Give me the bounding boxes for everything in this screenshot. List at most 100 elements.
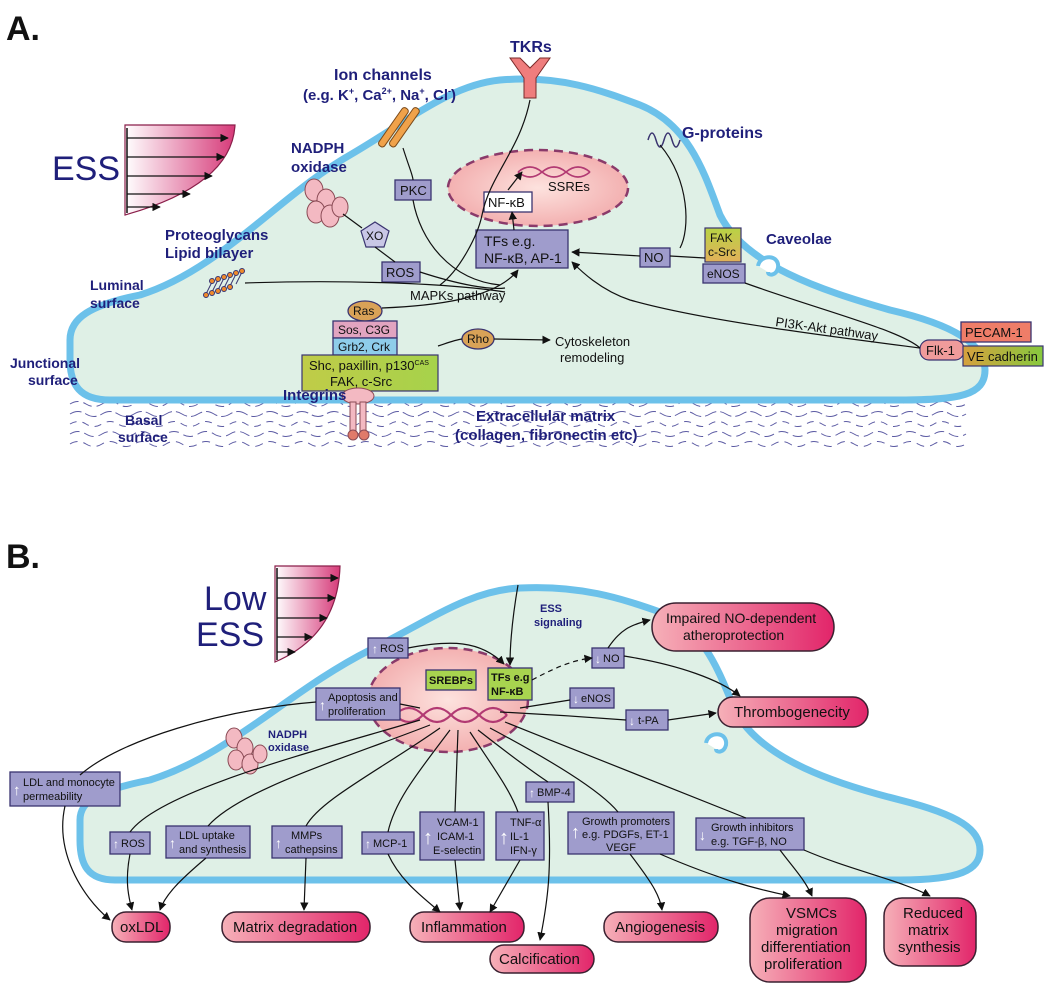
ecm-label-1: Extracellular matrix [476,408,616,425]
cytoskeleton-label-1: Cytoskeleton [555,334,630,349]
vsmcs-label-1: VSMCs [786,905,837,922]
inflammation-label: Inflammation [421,919,507,936]
ess-signaling-label-2: signaling [534,617,582,629]
tfs-box-b [487,667,533,701]
growth-inhibitors-down-icon: ↓ [699,827,706,843]
ssres-label: SSREs [548,179,590,194]
sos-label: Sos, C3G [338,323,390,337]
pkc-label: PKC [400,183,427,198]
apoptosis-label-1: Apoptosis and [328,692,398,704]
growth-inhibitors-box [695,817,805,851]
dna-icon [517,166,591,178]
mmps-up-icon: ↑ [275,835,282,851]
nadph-oxidase-icon [304,178,349,228]
ess-signaling-label-1: ESS [540,603,562,615]
apoptosis-up-icon: ↑ [319,697,326,713]
srebps-box [425,669,477,691]
nucleus-a [446,148,630,228]
ldl-monocyte-label-2: permeability [23,791,83,803]
caveola-notch-b [704,732,729,754]
junctional-label-2: surface [28,372,78,388]
enos-box-a [702,263,746,284]
cytoskeleton-label-2: remodeling [560,350,624,365]
reduced-matrix-outcome [883,897,977,967]
ve-cadherin-label: VE cadherin [967,349,1038,364]
ldl-uptake-label-1: LDL uptake [179,830,235,842]
mmps-label-2: cathepsins [285,844,338,856]
reduced-label-2: matrix [908,922,949,939]
tfs-label-b-2: NF-κB [491,686,523,698]
g-protein-icon [647,132,681,148]
calcification-outcome [489,944,595,974]
fak-box [704,227,742,263]
enos-label-a: eNOS [707,267,740,281]
mcp1-up-icon: ↑ [365,837,371,851]
bmp4-box [525,781,575,803]
reduced-label-3: synthesis [898,939,961,956]
mmps-label-1: MMPs [291,830,323,842]
ess-profile [124,124,236,216]
tpa-down-icon: ↓ [629,714,635,728]
matrix-degradation-label: Matrix degradation [233,919,357,936]
basal-label-1: Basal [125,412,162,428]
vcam-up-icon: ↑ [423,827,433,849]
panel-a-arrows [244,99,921,349]
ras-label: Ras [353,304,374,318]
growth-inhibitors-label-1: Growth inhibitors [711,822,794,834]
panel-b: B. Low ESS ESS signaling ↑ ROS SREBPs [6,538,984,983]
vcam-box [419,811,485,861]
integrins-label: Integrins [283,387,346,404]
bmp4-up-icon: ↑ [529,786,535,800]
shc-box [301,354,439,392]
panel-a: A. ESS [6,10,1044,447]
tkr-receptor-icon [509,57,551,99]
impaired-no-outcome [651,602,835,652]
thrombogenecity-label: Thrombogenecity [734,704,850,721]
junctional-label-1: Junctional [10,355,80,371]
growth-inhibitors-label-2: e.g. TGF-β, NO [711,836,787,848]
no-box-a [639,247,671,268]
nadph-label-b-2: oxidase [268,742,309,754]
ldl-monocyte-up-icon: ↑ [13,782,21,799]
vsmcs-outcome [749,897,867,983]
enos-down-icon: ↓ [573,692,579,706]
tkrs-label: TKRs [510,39,552,56]
no-label-b: NO [603,653,620,665]
eselectin-label: E-selectin [433,845,481,857]
matrix-degradation-outcome [221,911,371,943]
tpa-label: t-PA [638,715,659,727]
shc-label-1: Shc, paxillin, p130CAS [309,358,429,373]
nfkb-label: NF-κB [488,195,525,210]
pecam-box [960,321,1032,343]
ldl-monocyte-box [9,771,121,807]
enos-label-b: eNOS [581,693,611,705]
nadph-oxidase-icon-b [225,727,268,775]
ros-label-a: ROS [386,265,415,280]
ess-label: ESS [52,150,120,188]
nadph-label-a-2: oxidase [291,159,347,176]
tfs-box-a [475,229,569,269]
oxldl-outcome [111,911,171,943]
ion-channels-eg: (e.g. K+, Ca2+, Na+, Cl-) [303,86,456,104]
tfs-label-a-2: NF-κB, AP-1 [484,250,562,266]
vsmcs-label-3: differentiation [761,939,851,956]
ion-channels-label: Ion channels [334,67,432,84]
panel-b-label: B. [6,538,40,576]
tfs-label-b-1: TFs e.g [491,672,530,684]
no-label-a: NO [644,250,664,265]
ess-label-b: ESS [196,616,264,654]
proteoglycans-label: Proteoglycans [165,227,268,244]
ldl-monocyte-label-1: LDL and monocyte [23,777,115,789]
enos-box-b [569,687,615,709]
tnf-label: TNF-α [510,817,542,829]
nfkb-box [483,191,533,213]
impaired-label-2: atheroprotection [683,627,784,643]
ldl-uptake-box [165,825,251,859]
il1-label: IL-1 [510,831,529,843]
impaired-label-1: Impaired NO-dependent [666,610,816,626]
nadph-label-a-1: NADPH [291,140,344,157]
fak-label-2: c-Src [708,245,736,259]
no-down-icon: ↓ [595,652,601,666]
rho-label: Rho [467,332,489,346]
